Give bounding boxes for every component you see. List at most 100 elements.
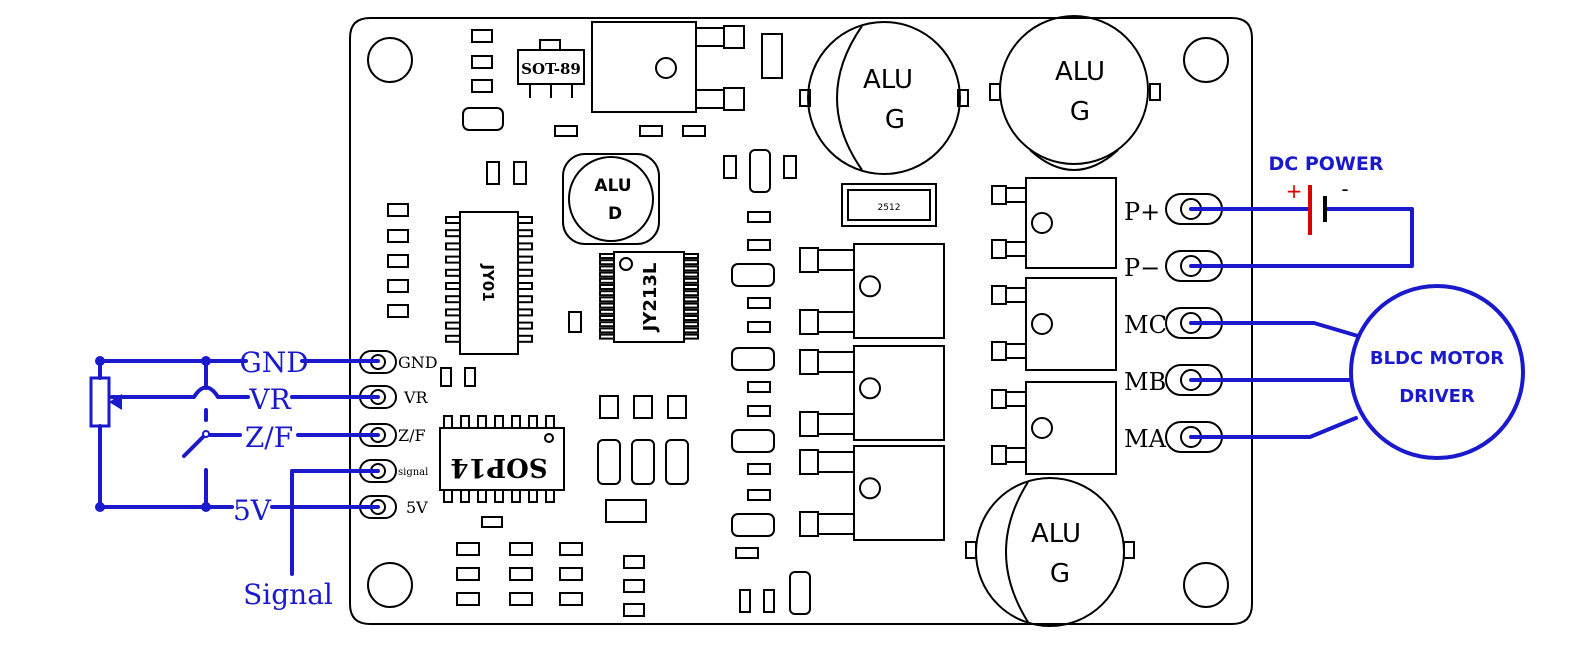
chip-pin — [443, 415, 453, 429]
svg-text:ALU: ALU — [1031, 519, 1081, 549]
label-signal: Signal — [243, 578, 333, 611]
chip-pin — [517, 308, 533, 317]
mosfet-lead — [1005, 391, 1027, 407]
capacitor-alu-g-1: ALU G — [799, 21, 969, 175]
chip-pin — [517, 321, 533, 330]
chip-pin — [517, 295, 533, 304]
label-zf: Z/F — [245, 421, 293, 454]
mosfet-lead — [817, 413, 855, 435]
svg-text:JY01: JY01 — [479, 263, 497, 301]
chip-pin — [599, 277, 615, 284]
mosfet-group — [799, 177, 1117, 541]
chip-pin — [683, 308, 699, 315]
bldc-motor-driver — [1349, 284, 1525, 460]
chip-pin — [445, 242, 461, 251]
terminal-zf[interactable]: Z/F — [359, 423, 426, 447]
svg-text:VR: VR — [403, 388, 429, 407]
mosfet-lead — [799, 309, 819, 335]
chip-pin — [599, 308, 615, 315]
chip-pin — [599, 290, 615, 297]
chip-pin — [517, 242, 533, 251]
jy01-chip: JY01 — [445, 211, 533, 355]
chip-pin — [683, 333, 699, 340]
mosfet-lead — [991, 445, 1007, 465]
mounting-hole — [1183, 37, 1229, 83]
motor-wiring: BLDC MOTOR DRIVER — [1189, 284, 1525, 460]
chip-pin — [517, 255, 533, 264]
smd-parts-top — [462, 29, 797, 193]
terminal-p-plus[interactable]: P+ — [1124, 193, 1223, 226]
svg-text:JY213L: JY213L — [640, 263, 661, 334]
smd-parts-middle — [731, 211, 775, 559]
chip-pin — [683, 302, 699, 309]
chip-pin — [517, 268, 533, 277]
mounting-hole — [1183, 562, 1229, 608]
mosfet-lead — [1005, 241, 1027, 257]
mosfet-lead — [799, 449, 819, 475]
chip-pin — [517, 216, 533, 224]
chip-pin — [477, 415, 487, 429]
mosfet-tab-hole — [1031, 417, 1053, 439]
label-vr: VR — [248, 383, 291, 416]
svg-text:5V: 5V — [406, 498, 428, 517]
mosfet-body — [1025, 277, 1117, 371]
svg-text:ALU: ALU — [863, 65, 913, 95]
sot89-chip: SOT-89 — [517, 39, 585, 98]
svg-text:ALU: ALU — [594, 176, 631, 196]
chip-pin — [494, 415, 504, 429]
chip-pin — [445, 216, 461, 224]
label-5v: 5V — [233, 494, 272, 527]
switch-icon — [182, 432, 208, 458]
chip-pin — [528, 489, 538, 503]
smd-parts-bottom — [456, 395, 811, 617]
capacitor-alu-g-2: ALU G — [989, 15, 1161, 171]
mosfet-lead — [991, 285, 1007, 305]
mosfet-body — [853, 345, 945, 441]
left-wiring — [89, 356, 380, 576]
mosfet-lead — [991, 185, 1007, 205]
terminal-gnd[interactable]: GND — [359, 350, 438, 374]
chip-pin — [443, 489, 453, 503]
chip-pin — [683, 315, 699, 321]
chip-pin — [599, 271, 615, 278]
sop14-chip: SOP14 — [439, 415, 565, 503]
chip-pin — [599, 321, 615, 328]
mosfet-body — [853, 243, 945, 339]
mosfet-lead — [1005, 343, 1027, 359]
chip-pin — [445, 321, 461, 330]
mosfet-lead — [817, 249, 855, 271]
jy213l-chip: JY213L — [599, 251, 699, 343]
svg-text:GND: GND — [398, 353, 438, 372]
chip-pin — [683, 327, 699, 334]
chip-pin — [683, 296, 699, 303]
svg-text:G: G — [885, 105, 905, 135]
svg-text:signal: signal — [398, 467, 428, 478]
mosfet-tab-hole — [859, 377, 881, 400]
chip-pin — [599, 259, 615, 266]
chip-pin — [445, 255, 461, 264]
mosfet-lead — [1005, 447, 1027, 463]
chip-pin — [599, 327, 615, 334]
mosfet-lead — [817, 351, 855, 373]
chip-pin — [599, 315, 615, 321]
chip-pin — [528, 415, 538, 429]
motor-label-line2: DRIVER — [1399, 386, 1475, 407]
mosfet-tab-hole — [1031, 212, 1053, 234]
chip-pin — [445, 268, 461, 277]
chip-pin — [460, 415, 470, 429]
mounting-hole — [367, 562, 413, 608]
mosfet-tab-hole — [859, 477, 881, 500]
chip-pin — [445, 282, 461, 290]
chip-pin — [494, 489, 504, 503]
chip-pin — [517, 282, 533, 290]
svg-text:G: G — [1050, 559, 1070, 589]
chip-pin — [517, 229, 533, 238]
chip-pin — [683, 321, 699, 328]
chip-pin — [683, 277, 699, 284]
chip-pin — [683, 290, 699, 297]
svg-text:SOP14: SOP14 — [450, 452, 547, 482]
label-gnd: GND — [239, 346, 308, 379]
sot89-label: SOT-89 — [521, 60, 581, 78]
svg-text:MA: MA — [1124, 425, 1167, 453]
